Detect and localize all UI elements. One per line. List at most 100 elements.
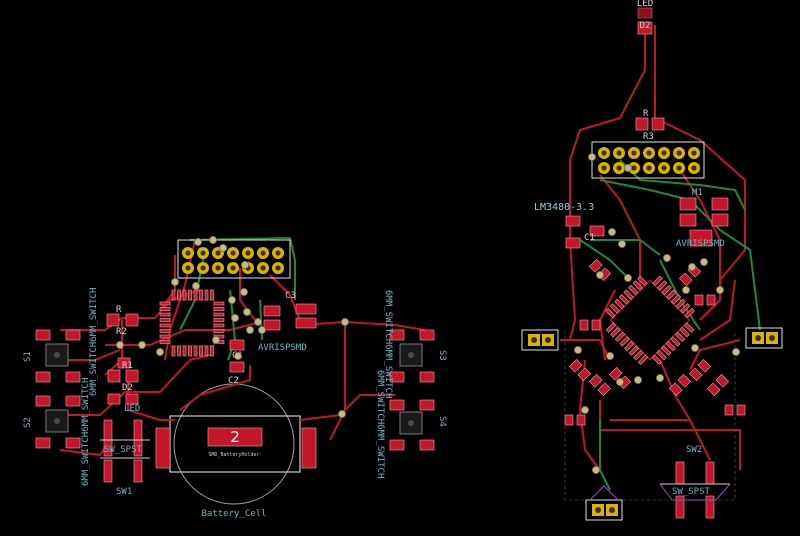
smd-pad <box>736 404 746 416</box>
via <box>253 317 262 326</box>
smd-pad <box>668 382 683 397</box>
mcu-pad <box>213 307 225 311</box>
via <box>574 345 583 354</box>
mcu-pad <box>651 354 663 365</box>
smd-pad <box>706 382 721 397</box>
trace <box>60 354 211 416</box>
mcu-pad <box>675 298 686 310</box>
switch-s4: S4 <box>389 399 447 451</box>
via <box>716 285 725 294</box>
led-pad <box>637 21 653 35</box>
smd-pad <box>591 319 601 331</box>
via <box>608 227 617 236</box>
cap-pad <box>263 305 281 317</box>
mcu-pad <box>674 331 686 342</box>
header-pin-hole <box>676 150 682 156</box>
header-2pin-left <box>521 329 559 351</box>
mcu-pad <box>188 289 192 301</box>
header-pin-hole <box>691 150 697 156</box>
mcu-pad <box>213 323 225 328</box>
m1-pad <box>711 213 729 227</box>
battery-pad-number: 2 <box>230 428 240 446</box>
header-pin-hole <box>691 165 697 171</box>
via <box>606 351 615 360</box>
switch-s1-ref: S1 <box>23 351 33 362</box>
trace <box>189 237 296 300</box>
led-value-left: LED <box>124 404 140 414</box>
m1-pad <box>711 197 729 211</box>
via <box>155 347 164 356</box>
mcu-pad <box>660 345 672 356</box>
mcu-pad <box>199 289 203 301</box>
via <box>663 253 672 262</box>
mcu-pad <box>665 340 676 352</box>
header-pin-hole <box>275 265 281 271</box>
header-pin-hole <box>631 150 637 156</box>
right-board: LED D2 R R3 LM3480-3.3 C1 M1 AVRISPSMD <box>521 0 783 521</box>
header-pin-hole <box>601 165 607 171</box>
mcu-pad <box>679 303 691 314</box>
header-pin-hole <box>616 150 622 156</box>
resistor-value-right: R <box>643 109 649 119</box>
via <box>624 273 633 282</box>
smd-pad <box>588 373 603 388</box>
smd-pad <box>715 373 730 388</box>
trace <box>579 239 631 281</box>
switch-value-top-right: 6MM_SWITCH6MM_SWITCH <box>383 290 393 398</box>
mcu-pad <box>619 336 630 347</box>
mcu-pad <box>623 289 634 300</box>
smd-pad <box>597 382 612 397</box>
via <box>193 237 202 246</box>
mcu-pad <box>193 289 198 301</box>
trace <box>127 375 175 421</box>
smd-pad <box>697 358 712 373</box>
via <box>257 325 266 334</box>
mcu-pad <box>171 289 176 301</box>
mcu-pad <box>177 345 181 357</box>
led-pad <box>125 369 139 383</box>
resistor-pad <box>117 357 131 369</box>
switch-s3-ref: S3 <box>437 350 447 361</box>
smd-pad <box>688 367 703 382</box>
cap-pad <box>295 303 317 315</box>
resistor-pad <box>106 313 120 327</box>
mcu-pad <box>159 323 171 328</box>
avrisp-label-left: AVRISPSMD <box>258 343 307 353</box>
via <box>656 373 665 382</box>
switch-value-bottom-right: 6MM_SWITCH6MM_SWITCH <box>375 370 385 478</box>
via <box>227 295 236 304</box>
trace <box>654 25 746 281</box>
header-pin-hole <box>230 265 236 271</box>
trace <box>659 259 701 331</box>
mcu-pad <box>670 336 681 347</box>
via <box>682 285 691 294</box>
header-pin-hole <box>661 150 667 156</box>
mcu-left <box>159 289 225 357</box>
led-pad <box>125 393 139 405</box>
header-pin-hole <box>601 150 607 156</box>
smd-component <box>706 373 730 397</box>
smd-pad <box>568 358 583 373</box>
via <box>581 405 590 414</box>
header-pin-hole <box>230 250 236 256</box>
mcu-pad <box>670 294 682 305</box>
led-pad <box>107 369 121 383</box>
header-pin-hole <box>215 250 221 256</box>
header-2pin-right <box>745 327 783 349</box>
resistor-ref-right: R3 <box>643 132 654 142</box>
trace <box>599 400 741 470</box>
via <box>596 270 605 279</box>
led-value-right: LED <box>637 0 653 9</box>
mcu-pad <box>614 331 626 342</box>
header-pin-hole <box>215 265 221 271</box>
trace <box>599 420 611 491</box>
mcu-pad <box>177 289 181 301</box>
battery-chip-text: SMD_BatteryHolder <box>208 452 259 458</box>
mcu-pad <box>213 329 225 333</box>
mcu-pad <box>656 349 667 361</box>
mcu-pad <box>213 318 225 322</box>
battery-pad-2 <box>207 427 263 447</box>
mcu-pad <box>159 301 171 306</box>
cap-pad <box>229 361 245 373</box>
smd-component <box>694 294 716 306</box>
